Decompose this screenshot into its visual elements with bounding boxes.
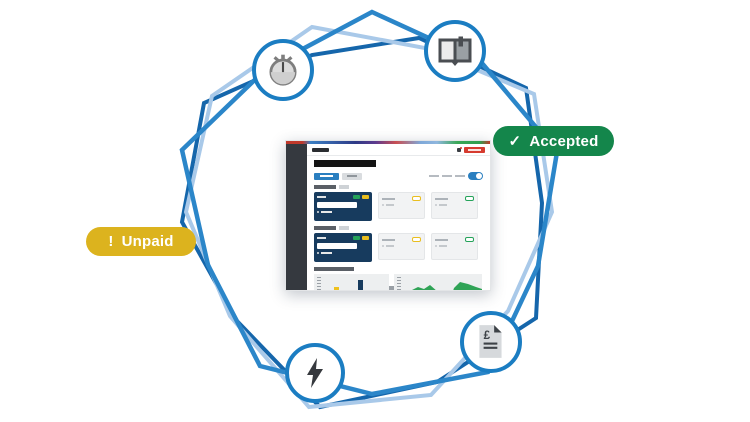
book-node <box>424 20 486 82</box>
mini-bar-chart <box>314 274 389 290</box>
dashboard-sidebar <box>286 144 307 290</box>
filter-label-placeholder <box>442 175 452 177</box>
dashboard-secondary-button[interactable] <box>342 172 362 180</box>
unpaid-status-badge: ! Unpaid <box>86 227 196 256</box>
exclamation-icon: ! <box>108 233 114 250</box>
notification-bell-icon[interactable] <box>457 146 462 152</box>
dashboard-primary-button[interactable] <box>314 172 339 180</box>
filter-label-placeholder <box>455 175 465 177</box>
invoice-card-light[interactable] <box>378 233 425 290</box>
lightning-icon <box>307 358 323 388</box>
invoice-card-dark[interactable] <box>314 192 372 221</box>
status-pill-green <box>353 236 360 240</box>
dashboard-header <box>307 144 490 156</box>
lightning-node <box>285 343 345 403</box>
filter-label-placeholder <box>429 175 439 177</box>
section-label <box>314 185 483 189</box>
mini-dashboard-screenshot <box>285 140 491 291</box>
unpaid-badge-label: Unpaid <box>121 233 174 250</box>
status-pill-green-outline <box>465 196 474 201</box>
book-icon <box>438 36 472 66</box>
card-input-placeholder[interactable] <box>317 243 357 249</box>
status-pill-green <box>353 195 360 199</box>
mini-area-chart <box>394 274 482 290</box>
check-icon: ✓ <box>508 133 522 150</box>
dashboard-brand-stripe <box>286 141 490 144</box>
dashboard-page-title-placeholder <box>314 160 376 167</box>
accepted-badge-label: Accepted <box>529 132 599 150</box>
status-pill-yellow <box>362 195 369 199</box>
pound-symbol: £ <box>484 329 491 342</box>
pound-invoice-node: £ <box>460 311 522 373</box>
status-pill-green-outline <box>465 237 474 242</box>
charts-row <box>314 274 483 290</box>
dashboard-red-button[interactable] <box>464 146 485 153</box>
accepted-status-badge: ✓ Accepted <box>493 126 614 156</box>
invoice-card-light[interactable] <box>431 192 478 290</box>
stopwatch-icon <box>269 54 297 86</box>
ring-polygon-medium-blue <box>179 9 560 397</box>
pound-invoice-icon: £ <box>479 325 502 358</box>
invoice-card-row <box>314 192 483 290</box>
invoice-card-row <box>314 233 483 290</box>
green-area-shape <box>412 282 482 290</box>
dashboard-toggle[interactable] <box>468 172 483 180</box>
status-pill-yellow-outline <box>412 196 421 201</box>
stopwatch-node <box>252 39 314 101</box>
card-input-placeholder[interactable] <box>317 202 357 208</box>
invoice-card-dark[interactable] <box>314 233 372 262</box>
charts-section-label <box>314 267 483 271</box>
invoice-card-light[interactable] <box>431 233 478 290</box>
section-label <box>314 226 483 230</box>
dashboard-logo <box>312 147 329 152</box>
status-pill-yellow <box>362 236 369 240</box>
status-pill-yellow-outline <box>412 237 421 242</box>
invoice-card-light[interactable] <box>378 192 425 290</box>
